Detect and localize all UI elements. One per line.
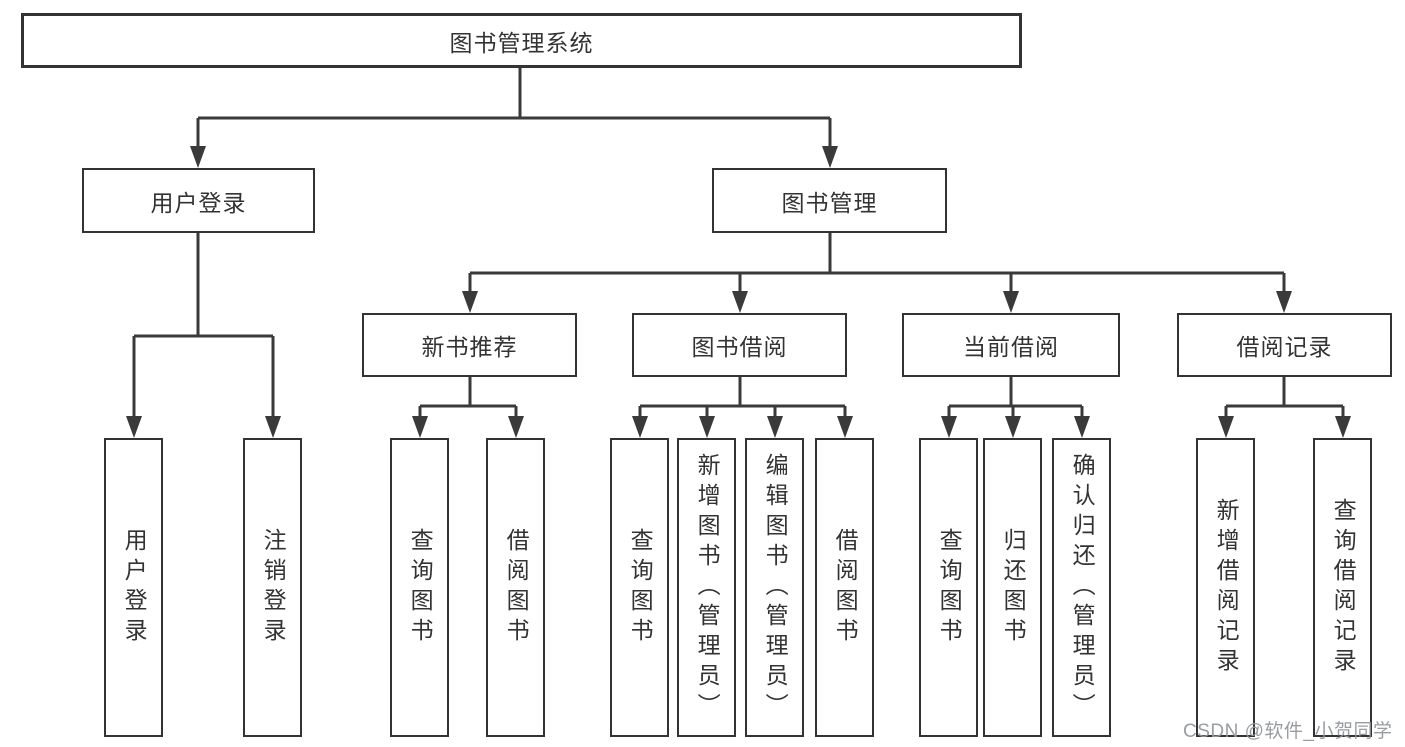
- node-label: 归还图书: [1000, 527, 1027, 648]
- leaf-add-borrow-record: 新增借阅记录: [1196, 438, 1255, 737]
- node-book-management: 图书管理: [712, 168, 947, 233]
- node-label: 查询图书: [407, 527, 434, 648]
- node-label: 借阅图书: [832, 527, 859, 648]
- node-user-login: 用户登录: [82, 168, 315, 233]
- node-label: 图书借阅: [691, 334, 788, 360]
- node-label: 注销登录: [260, 527, 287, 648]
- node-label: 查询图书: [627, 527, 654, 648]
- leaf-edit-book-admin: 编辑图书（管理员）: [745, 438, 804, 737]
- node-label: 编辑图书（管理员）: [762, 452, 789, 723]
- node-label: 借阅记录: [1236, 334, 1333, 360]
- node-label: 用户登录: [150, 189, 247, 216]
- node-label: 确认归还（管理员）: [1069, 452, 1096, 723]
- connector-arrowhead-icons: [126, 146, 1351, 438]
- node-system-root: 图书管理系统: [21, 13, 1022, 68]
- leaf-confirm-return-admin: 确认归还（管理员）: [1052, 438, 1111, 737]
- leaf-add-book-admin: 新增图书（管理员）: [677, 438, 736, 737]
- node-label: 图书管理: [781, 189, 878, 216]
- leaf-query-books-2: 查询图书: [610, 438, 669, 737]
- leaf-borrow-books-1: 借阅图书: [486, 438, 545, 737]
- node-label: 当前借阅: [963, 334, 1059, 360]
- leaf-query-books-3: 查询图书: [919, 438, 978, 737]
- node-current-borrow: 当前借阅: [902, 313, 1120, 377]
- leaf-query-books-1: 查询图书: [390, 438, 449, 737]
- node-label: 用户登录: [121, 527, 148, 648]
- leaf-user-login: 用户登录: [104, 438, 163, 737]
- leaf-logout: 注销登录: [243, 438, 302, 737]
- node-label: 查询图书: [936, 527, 963, 648]
- node-new-book-recommend: 新书推荐: [362, 313, 577, 377]
- node-borrow-records: 借阅记录: [1177, 313, 1392, 377]
- node-label: 新增图书（管理员）: [694, 452, 721, 723]
- leaf-return-book: 归还图书: [983, 438, 1042, 737]
- csdn-watermark: CSDN @软件_小贺同学: [1183, 721, 1393, 742]
- leaf-query-borrow-record: 查询借阅记录: [1313, 438, 1372, 737]
- connector-lines: [132, 68, 1345, 422]
- node-label: 借阅图书: [503, 527, 530, 648]
- node-label: 图书管理系统: [449, 29, 594, 56]
- node-label: 新书推荐: [421, 334, 518, 360]
- node-label: 新增借阅记录: [1213, 497, 1240, 678]
- node-book-borrow: 图书借阅: [632, 313, 847, 377]
- leaf-borrow-books-2: 借阅图书: [815, 438, 874, 737]
- node-label: 查询借阅记录: [1330, 497, 1357, 678]
